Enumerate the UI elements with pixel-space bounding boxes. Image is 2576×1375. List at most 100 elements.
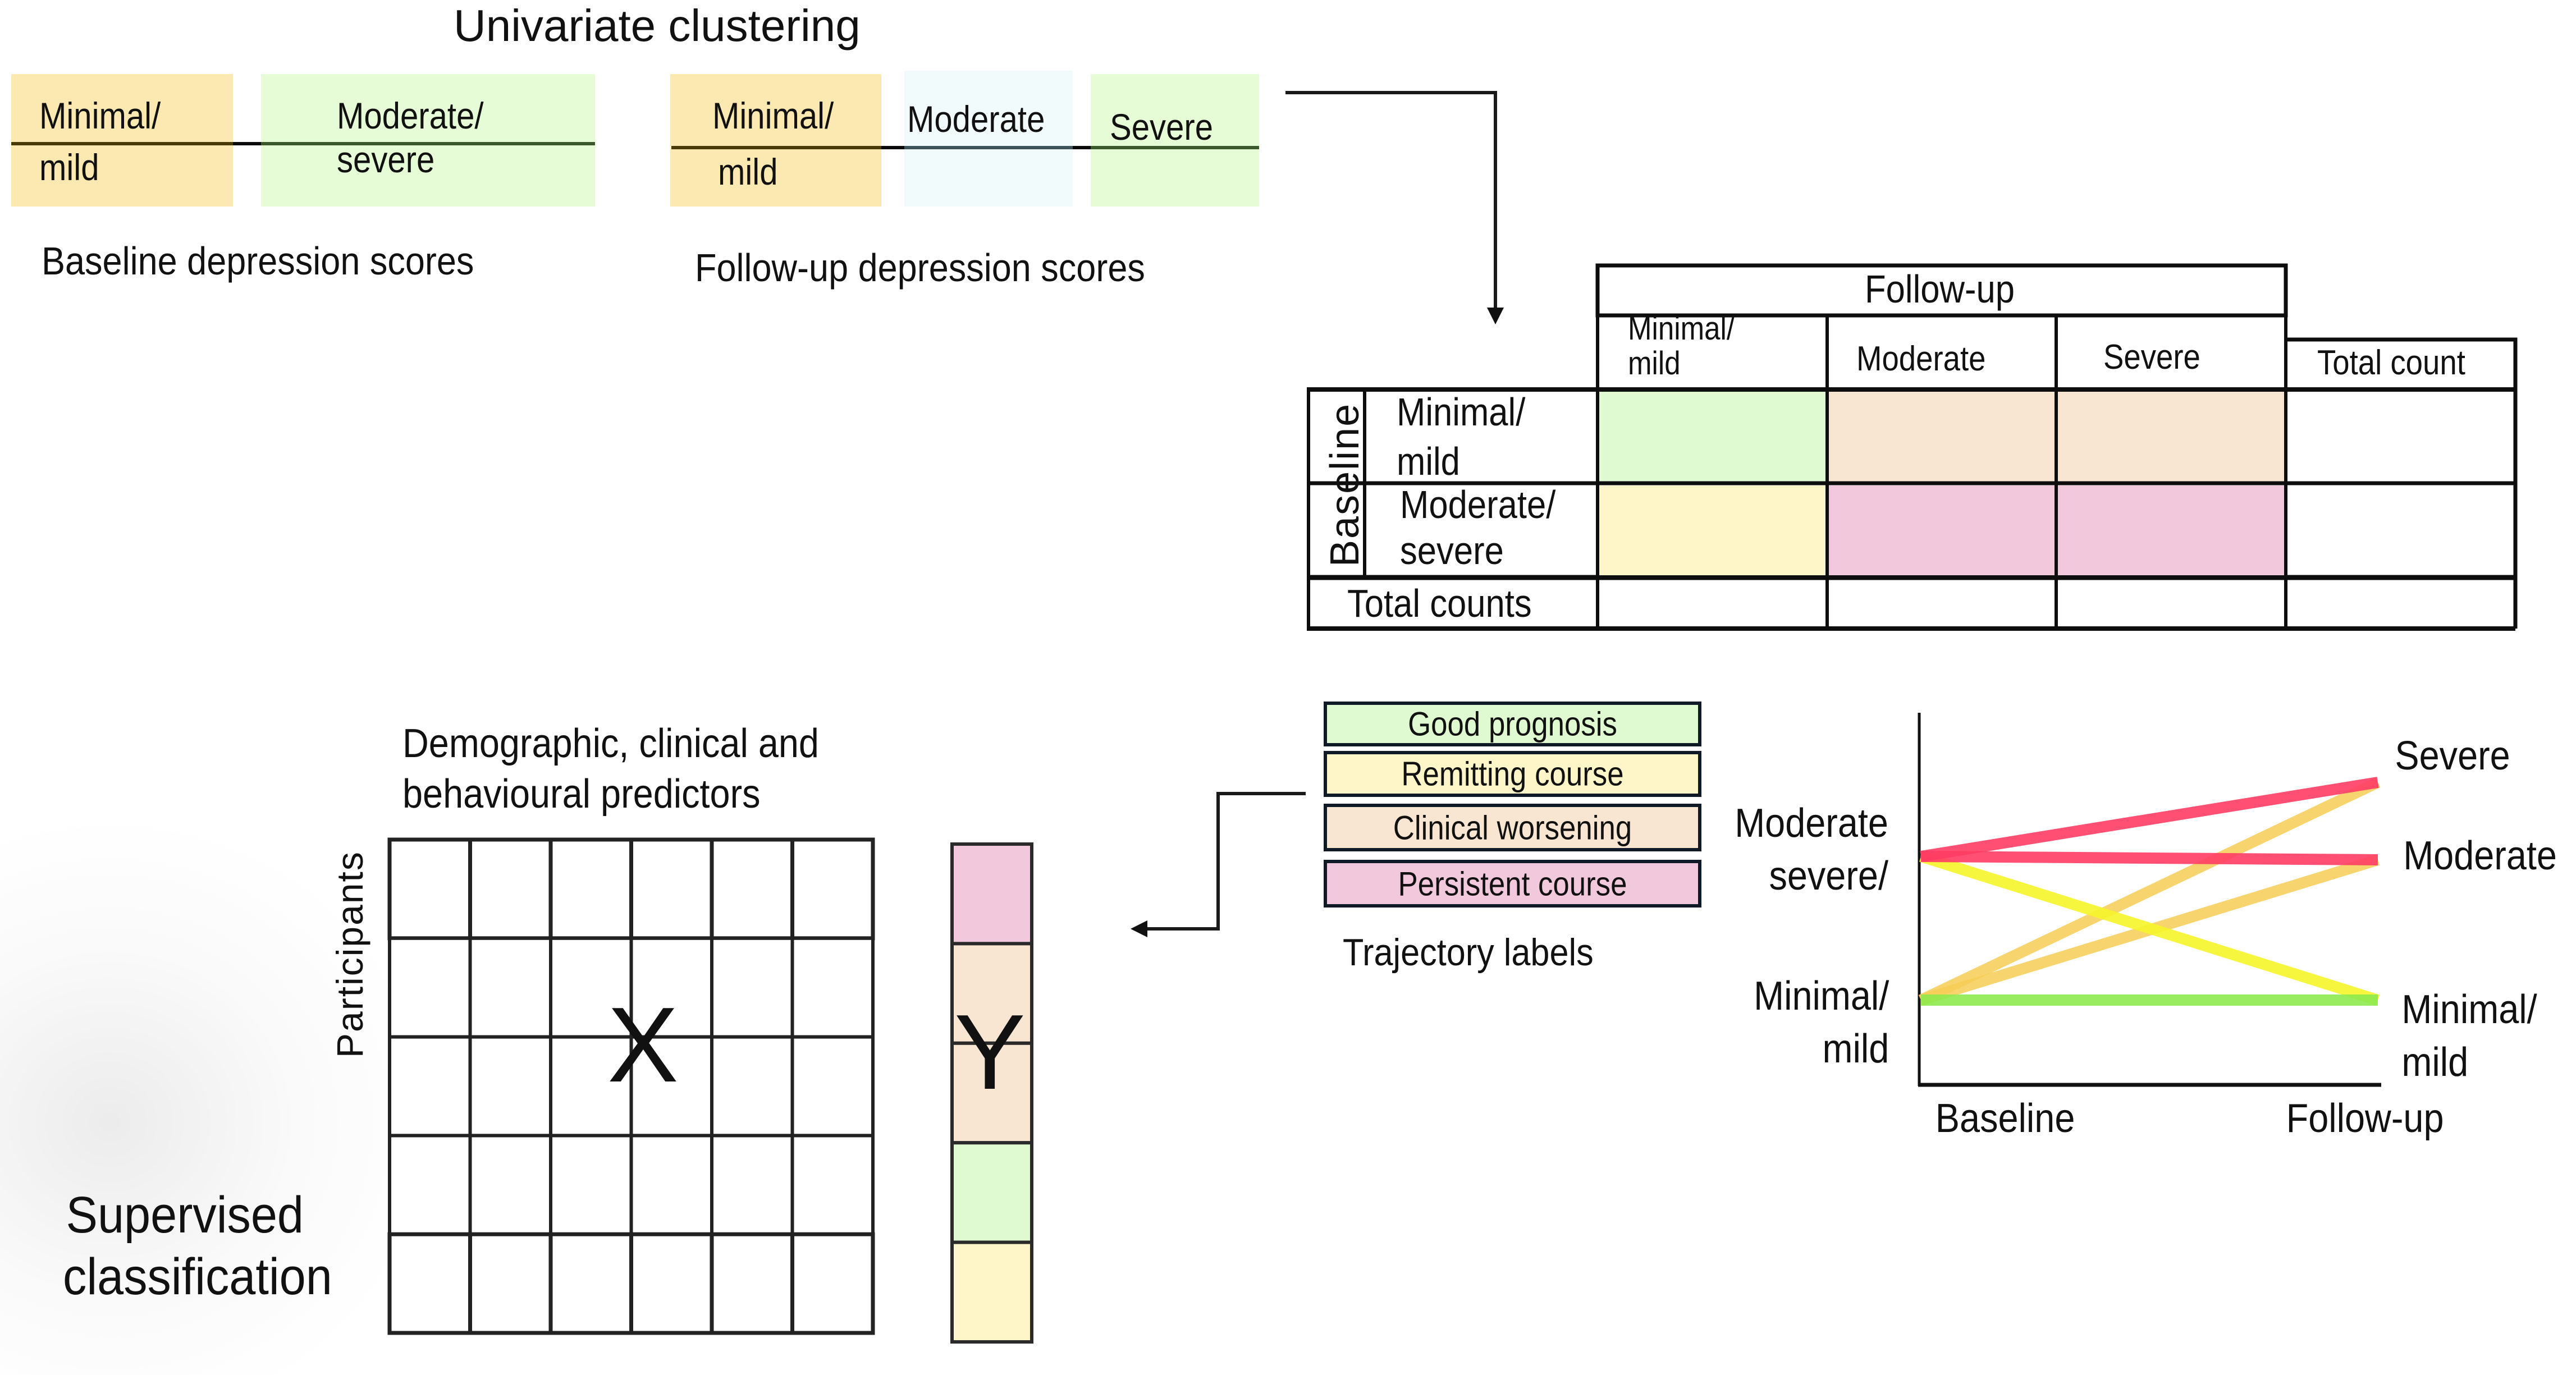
row-header-moderate-severe: Moderate/ severe bbox=[1400, 482, 1555, 574]
band-label-line2: mild bbox=[718, 151, 778, 192]
table-cell-persistent-course bbox=[1829, 485, 2055, 575]
predictors-line2: behavioural predictors bbox=[402, 772, 761, 817]
column-header-severe: Severe bbox=[2103, 338, 2200, 377]
matrix-cell bbox=[710, 1035, 794, 1138]
followup-threshold-line bbox=[671, 146, 881, 149]
matrix-cell bbox=[710, 1134, 794, 1236]
band-label-line2: severe bbox=[337, 139, 435, 180]
matrix-cell bbox=[468, 1232, 553, 1335]
band-label: Moderate bbox=[907, 98, 1045, 140]
followup-band-minimal-mild: Minimal/ mild bbox=[670, 74, 881, 207]
target-label-y: Y bbox=[954, 993, 1026, 1112]
baseline-level-label-moderate-severe: Moderate severe/ bbox=[1735, 797, 1888, 902]
baseline-threshold-line bbox=[261, 142, 595, 145]
baseline-level-label-minimal-mild: Minimal/ mild bbox=[1751, 970, 1889, 1075]
followup-band-severe: Severe bbox=[1091, 74, 1259, 207]
target-cell-persistent-course bbox=[950, 842, 1033, 946]
table-cell-good-prognosis bbox=[1599, 392, 1825, 482]
trajectory-line-remitting-course bbox=[1919, 851, 2380, 1006]
matrix-cell bbox=[629, 1232, 714, 1335]
legend-item-persistent-course: Persistent course bbox=[1324, 860, 1701, 907]
matrix-cell bbox=[388, 936, 472, 1039]
followup-threshold-line bbox=[881, 146, 904, 149]
matrix-cell bbox=[629, 1035, 713, 1138]
matrix-cell bbox=[790, 837, 875, 941]
level-line2: severe/ bbox=[1769, 854, 1888, 899]
band-label-line1: Moderate/ bbox=[337, 95, 484, 136]
matrix-cell bbox=[468, 1134, 552, 1236]
predictors-line1: Demographic, clinical and bbox=[402, 721, 819, 766]
matrix-cell bbox=[468, 936, 552, 1039]
target-cell-remitting-course bbox=[950, 1240, 1033, 1344]
column-header-minimal-mild: Minimal/ mild bbox=[1628, 311, 1735, 381]
column-header-moderate: Moderate bbox=[1856, 340, 1986, 378]
matrix-cell bbox=[629, 837, 714, 941]
header-line2: mild bbox=[1397, 439, 1460, 483]
target-cell-clinical-worsening bbox=[950, 942, 1033, 1045]
column-header-total-count: Total count bbox=[2317, 343, 2465, 382]
x-label-baseline: Baseline bbox=[1935, 1096, 2075, 1141]
followup-level-label-moderate: Moderate bbox=[2403, 833, 2557, 878]
predictors-label: Demographic, clinical and behavioural pr… bbox=[402, 718, 819, 819]
matrix-cell bbox=[790, 1232, 875, 1335]
table-cell-persistent-course bbox=[2058, 485, 2284, 575]
matrix-cell bbox=[388, 1035, 472, 1138]
header-line1: Moderate/ bbox=[1400, 483, 1556, 526]
matrix-cell bbox=[710, 936, 794, 1039]
section-label-supervised-classification: Supervised classification bbox=[63, 1184, 332, 1308]
matrix-cell bbox=[548, 1232, 633, 1335]
column-group-label-followup: Follow-up bbox=[1865, 267, 2015, 311]
level-line1: Minimal/ bbox=[2401, 987, 2537, 1032]
followup-level-label-severe: Severe bbox=[2395, 734, 2510, 778]
matrix-label-x: X bbox=[607, 986, 679, 1104]
matrix-cell bbox=[549, 936, 633, 1039]
baseline-threshold-line bbox=[233, 142, 261, 145]
trajectory-line-persistent-course bbox=[1920, 777, 2379, 862]
level-line2: mild bbox=[2401, 1040, 2469, 1085]
arrow-to-table bbox=[1285, 91, 1504, 324]
header-line2: mild bbox=[1628, 345, 1681, 382]
followup-band-moderate: Moderate bbox=[904, 71, 1073, 207]
baseline-threshold-line bbox=[11, 142, 233, 145]
legend-label: Remitting course bbox=[1401, 755, 1624, 793]
trajectory-chart-plot bbox=[1918, 713, 2381, 1087]
table-cell-clinical-worsening bbox=[2058, 392, 2284, 482]
header-line2: severe bbox=[1400, 529, 1504, 572]
predictor-matrix-x bbox=[387, 837, 1033, 1344]
band-label: Severe bbox=[1110, 106, 1214, 148]
trajectory-labels-caption: Trajectory labels bbox=[1343, 931, 1594, 974]
band-label-line1: Minimal/ bbox=[39, 95, 161, 136]
followup-threshold-line bbox=[1073, 146, 1091, 149]
section-line2: classification bbox=[63, 1248, 332, 1305]
header-line1: Minimal/ bbox=[1628, 310, 1735, 347]
matrix-cell bbox=[790, 936, 875, 1039]
matrix-cell bbox=[468, 1035, 552, 1138]
flow-arrows bbox=[1131, 91, 1504, 937]
table-cell-remitting-course bbox=[1599, 485, 1825, 575]
followup-threshold-line bbox=[904, 146, 1073, 149]
matrix-cell bbox=[710, 1232, 794, 1335]
section-line1: Supervised bbox=[66, 1186, 304, 1244]
band-label-line2: mild bbox=[39, 146, 99, 188]
row-header-minimal-mild: Minimal/ mild bbox=[1397, 387, 1525, 486]
matrix-cell bbox=[388, 1134, 472, 1236]
x-label-followup: Follow-up bbox=[2286, 1096, 2444, 1141]
table-grid-overlay bbox=[1307, 389, 2515, 578]
trajectory-line-clinical-worsening bbox=[1918, 777, 2381, 1006]
matrix-cell bbox=[387, 837, 472, 941]
target-cell-clinical-worsening bbox=[950, 1041, 1033, 1145]
matrix-cell bbox=[629, 936, 713, 1039]
band-label-line1: Minimal/ bbox=[712, 95, 834, 136]
table-cell-clinical-worsening bbox=[1829, 392, 2055, 482]
matrix-cell bbox=[387, 1232, 472, 1335]
legend-item-remitting-course: Remitting course bbox=[1324, 751, 1701, 797]
level-line2: mild bbox=[1822, 1026, 1889, 1071]
baseline-band-minimal-mild: Minimal/ mild bbox=[11, 74, 233, 207]
matrix-cell bbox=[710, 837, 794, 941]
header-line1: Minimal/ bbox=[1397, 390, 1526, 434]
matrix-cell bbox=[548, 837, 633, 941]
followup-threshold-line bbox=[1091, 146, 1259, 149]
followup-scores-caption: Follow-up depression scores bbox=[695, 246, 1145, 290]
background-glow bbox=[0, 814, 438, 1375]
matrix-cell bbox=[468, 837, 553, 941]
